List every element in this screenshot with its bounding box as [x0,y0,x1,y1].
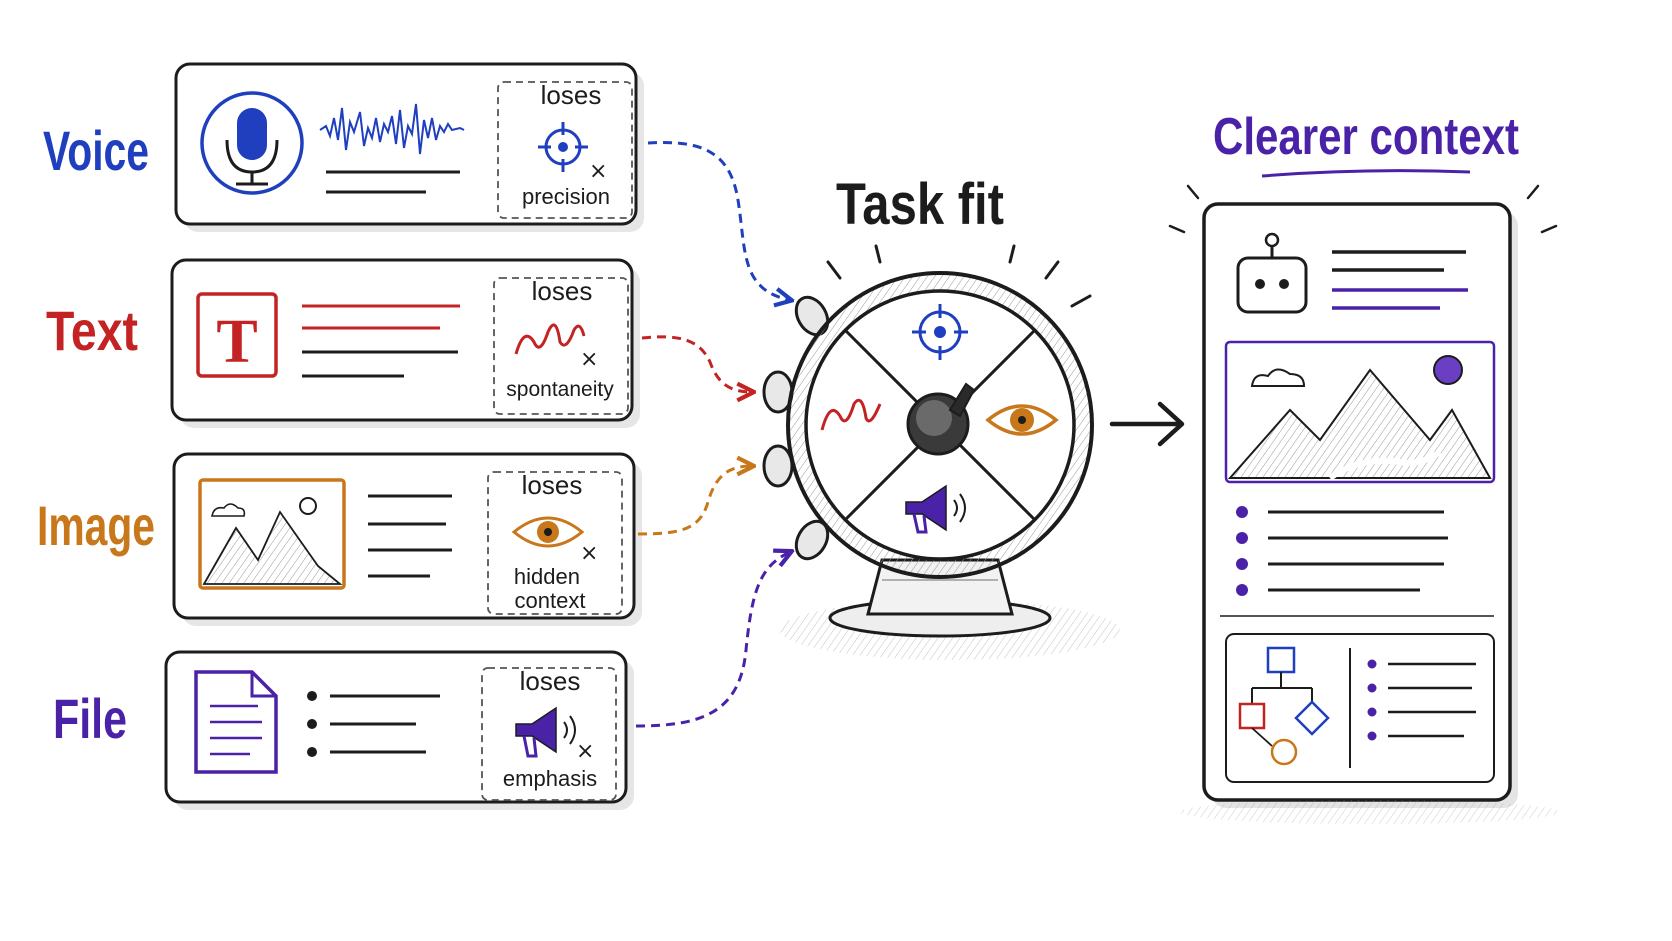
task-fit-dial [762,271,1120,660]
loses-word: loses [541,80,602,110]
bullet-list [1236,506,1448,596]
text-label: Text [46,299,138,362]
cross-mark: × [580,541,598,566]
loses-word: loses [522,470,583,500]
crosshair-icon [538,122,588,172]
loss-label-emphasis: emphasis [503,766,597,791]
cross-mark: × [589,159,607,184]
squiggle-icon [514,323,586,355]
document-icon [194,670,278,774]
cross-mark: × [580,347,598,372]
file-label: File [53,687,127,750]
microphone-icon [200,91,304,195]
panel-shadow [1180,800,1560,824]
dial-rays [826,244,1092,308]
svg-text:T: T [216,308,257,376]
loss-box [497,81,633,219]
clearer-context-panel [1180,202,1560,824]
flowchart-panel [1225,633,1495,783]
cross-mark: × [576,739,594,764]
voice-arrow [647,141,790,300]
image-card: loses × hidden context [172,452,642,626]
image-arrow [637,466,752,536]
dial-knobs [762,295,830,561]
dial-needle [948,382,976,418]
task-fit-title: Task fit [836,172,1004,237]
file-arrow [635,552,790,728]
file-card: loses × emphasis [164,650,634,810]
loss-box [487,471,623,615]
clearer-context-title: Clearer context [1213,108,1519,166]
waveform [319,103,465,155]
output-arrow [1109,401,1185,447]
megaphone-icon [905,484,966,534]
megaphone-icon [515,706,576,758]
loses-word: loses [520,666,581,696]
text-arrow [641,335,752,392]
letter-t-icon: T [196,292,278,378]
squiggle-icon [820,398,882,431]
loses-word: loses [532,276,593,306]
landscape-photo-icon [1224,340,1496,484]
eye-icon [511,516,585,548]
robot-icon [1236,232,1308,314]
loss-box [493,277,629,415]
loss-label-line-2: context [515,588,586,613]
voice-card: loses × precision [174,62,644,232]
crosshair-icon [912,304,968,360]
loss-label-hidden-context: hidden context [514,564,586,613]
flowchart-icon [1238,646,1330,766]
loss-label-spontaneity: spontaneity [506,378,614,401]
voice-label: Voice [43,119,149,182]
image-label: Image [37,494,155,557]
title-underline [1261,169,1471,178]
loss-label-precision: precision [522,184,610,209]
loss-label-line-1: hidden [514,564,580,589]
output-rays [1168,184,1558,234]
eye-icon [985,404,1059,436]
landscape-photo-icon [198,478,346,590]
text-card: T loses × spontaneity [170,258,640,428]
loss-box [481,667,617,801]
